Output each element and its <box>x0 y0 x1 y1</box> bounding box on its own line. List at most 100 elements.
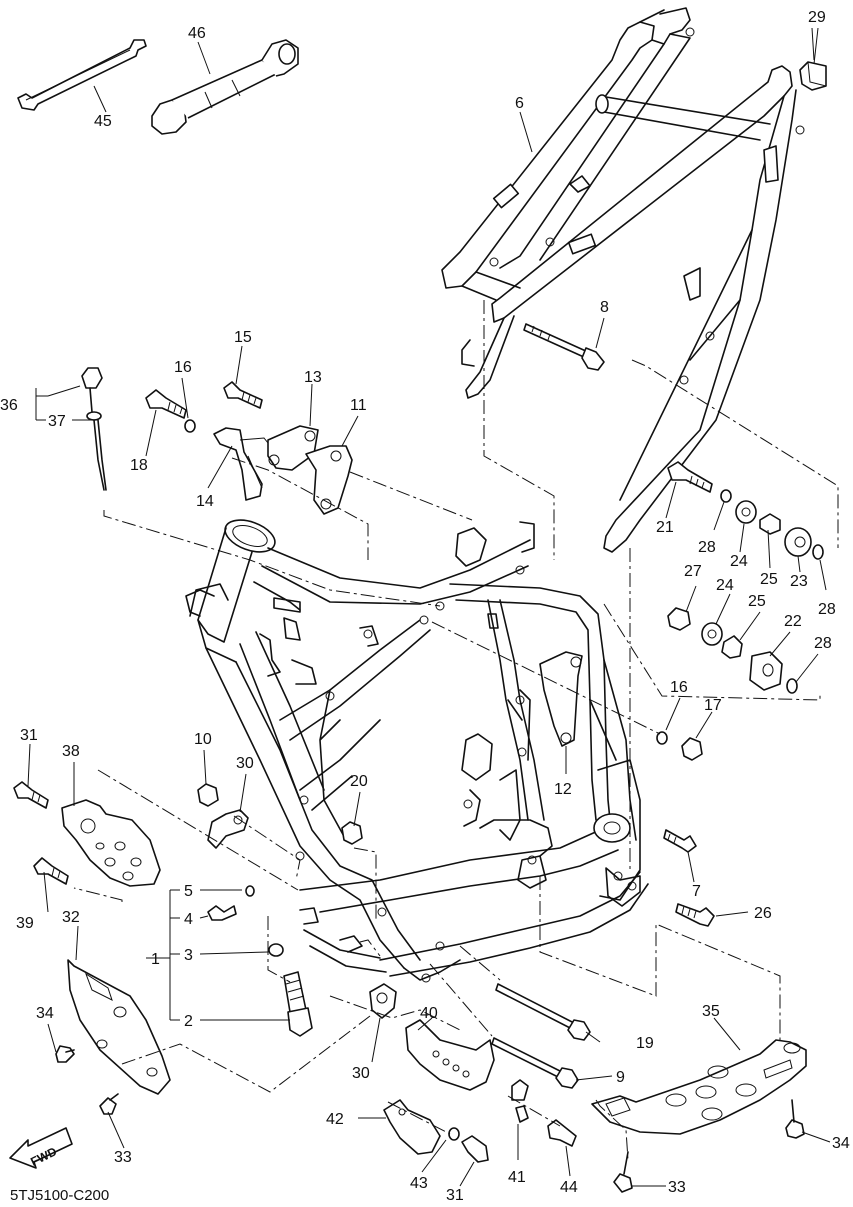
callout-38: 38 <box>62 743 80 760</box>
callout-11: 11 <box>350 397 367 414</box>
bracket-30-upper <box>207 809 249 849</box>
callout-37: 37 <box>48 413 66 430</box>
collar-25-upper <box>759 513 781 535</box>
washer-28-mid <box>812 544 824 560</box>
oil-level-gauge <box>81 367 107 491</box>
callout-12: 12 <box>554 781 572 798</box>
nut-27 <box>667 607 691 631</box>
washer-28-lower <box>786 678 798 694</box>
callout-26: 26 <box>754 905 772 922</box>
callout-17: 17 <box>704 697 722 714</box>
callout-1: 1 <box>151 951 160 968</box>
pivot-bolt-7 <box>663 829 697 853</box>
spanner-wrench <box>17 39 147 111</box>
callout-18: 18 <box>130 457 148 474</box>
bolt-31-lower <box>461 1135 489 1163</box>
callout-24-lower: 24 <box>716 577 734 594</box>
callout-23: 23 <box>790 573 808 590</box>
damper-22 <box>749 651 783 691</box>
bracket-bolt-15 <box>223 381 263 409</box>
callout-13: 13 <box>304 369 322 386</box>
callout-33-right: 33 <box>668 1179 686 1196</box>
bracket-30-lower <box>369 983 397 1019</box>
callout-3: 3 <box>184 947 193 964</box>
callout-21: 21 <box>656 519 674 536</box>
callout-29: 29 <box>808 9 826 26</box>
screw-34-right <box>785 1099 805 1139</box>
washer-3 <box>268 943 284 957</box>
callout-46: 46 <box>188 25 206 42</box>
callout-14: 14 <box>196 493 214 510</box>
callout-2: 2 <box>184 1013 193 1030</box>
callout-42: 42 <box>326 1111 344 1128</box>
leader-lines <box>27 27 831 1187</box>
callout-25-upper: 25 <box>760 571 778 588</box>
callout-6: 6 <box>515 95 524 112</box>
screw-33-left <box>99 1093 119 1115</box>
callout-9: 9 <box>616 1069 625 1086</box>
engine-bolt-9 <box>491 1037 579 1089</box>
fwd-arrow-icon: FWD <box>9 1127 73 1169</box>
callout-27: 27 <box>684 563 702 580</box>
engine-bracket-right <box>539 651 583 747</box>
callout-7: 7 <box>692 883 701 900</box>
damper-23 <box>784 527 812 557</box>
callout-31-lower: 31 <box>446 1187 464 1204</box>
protector-42 <box>383 1099 441 1155</box>
callout-30-upper: 30 <box>236 755 254 772</box>
callout-10: 10 <box>194 731 212 748</box>
nut-10 <box>197 783 219 807</box>
callout-45: 45 <box>94 113 112 130</box>
callout-40: 40 <box>420 1005 438 1022</box>
washer-16-upper <box>184 419 196 433</box>
screw-34-left <box>55 1045 75 1063</box>
callout-20: 20 <box>350 773 368 790</box>
callout-24-upper: 24 <box>730 553 748 570</box>
engine-bolt-19 <box>495 983 591 1041</box>
damper-24-upper <box>735 500 757 524</box>
bracket-bolt-18 <box>145 389 187 419</box>
washer-16-lower <box>656 731 668 745</box>
rubber-cap <box>799 61 827 91</box>
callout-33-left: 33 <box>114 1149 132 1166</box>
cover-40 <box>405 1019 495 1091</box>
skid-plate-35 <box>591 1039 807 1135</box>
callout-28-middle: 28 <box>818 601 836 618</box>
damper-24-lower <box>701 622 723 646</box>
rear-subframe <box>441 7 805 553</box>
side-cover-32 <box>67 959 171 1095</box>
alignment-lines <box>73 300 839 1161</box>
callout-5: 5 <box>184 883 193 900</box>
callout-44: 44 <box>560 1179 578 1196</box>
screw-33-right <box>613 1151 633 1193</box>
guard-bolt-31-upper <box>13 781 49 809</box>
main-frame <box>185 519 649 983</box>
engine-bracket-set-left <box>213 425 353 515</box>
subframe-bolt-upper <box>523 323 605 371</box>
callout-39: 39 <box>16 915 34 932</box>
collar-25-lower <box>721 635 743 659</box>
callout-19: 19 <box>636 1035 654 1052</box>
callout-43: 43 <box>410 1175 428 1192</box>
diagram-code: 5TJ5100-C200 <box>10 1187 109 1204</box>
damper-bolt-21 <box>667 461 713 493</box>
callout-34-left: 34 <box>36 1005 54 1022</box>
callout-16-upper: 16 <box>174 359 192 376</box>
callout-15: 15 <box>234 329 252 346</box>
bolt-4 <box>207 905 237 921</box>
drain-bolt-2 <box>283 971 313 1037</box>
bolt-26 <box>675 903 715 927</box>
engine-guard-38 <box>61 799 161 887</box>
o-ring-5 <box>245 885 255 897</box>
callout-32: 32 <box>62 909 80 926</box>
callout-36: 36 <box>0 397 18 414</box>
callout-16-lower: 16 <box>670 679 688 696</box>
callout-35: 35 <box>702 1003 720 1020</box>
clamp-41 <box>511 1079 529 1123</box>
callout-28-lower: 28 <box>814 635 832 652</box>
callout-25-lower: 25 <box>748 593 766 610</box>
callout-31-upper: 31 <box>20 727 38 744</box>
guard-bolt-39 <box>33 857 69 885</box>
callout-4: 4 <box>184 911 193 928</box>
